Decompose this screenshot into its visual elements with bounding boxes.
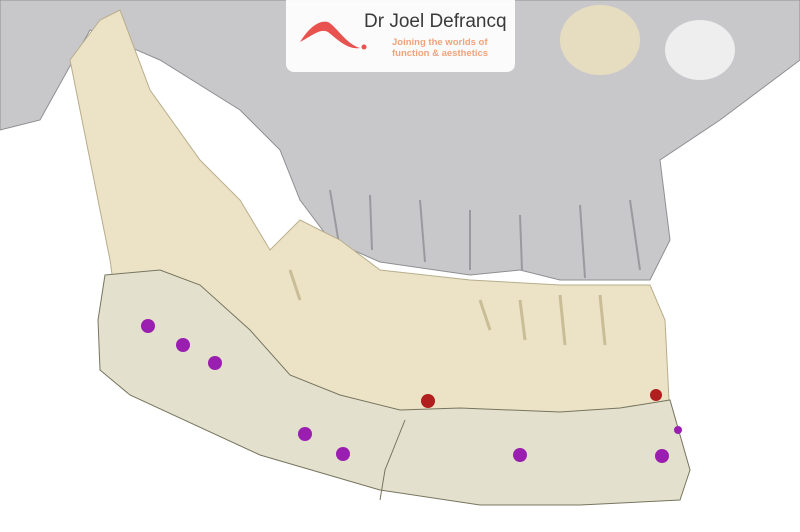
tagline-line-2: function & aesthetics <box>392 48 489 59</box>
implant-plate <box>97 269 691 506</box>
screw <box>650 389 662 401</box>
screw <box>421 394 435 408</box>
screws <box>141 319 682 463</box>
screw <box>336 447 350 461</box>
logo-swoosh-icon <box>300 21 367 50</box>
screw <box>208 356 222 370</box>
tagline-line-1: Joining the worlds of <box>392 37 488 48</box>
logo-tagline: Joining the worlds of function & aesthet… <box>392 37 488 59</box>
logo-name: Dr Joel Defrancq <box>364 11 507 32</box>
screw <box>674 426 682 434</box>
screw <box>141 319 155 333</box>
screw <box>513 448 527 462</box>
screw <box>176 338 190 352</box>
logo-banner: Dr Joel Defrancq Joining the worlds of f… <box>286 0 515 72</box>
screw <box>655 449 669 463</box>
screw <box>298 427 312 441</box>
